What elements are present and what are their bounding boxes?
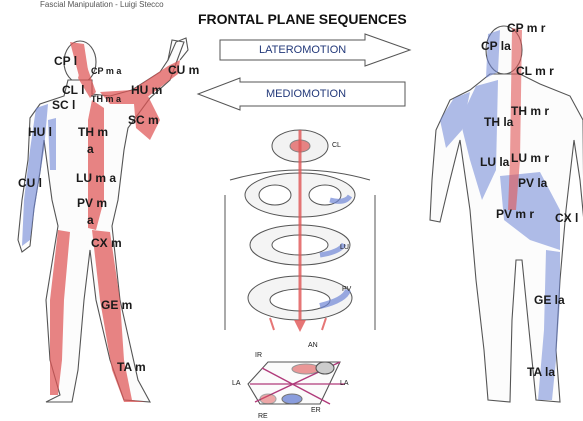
- rotation-diagram: [248, 362, 345, 404]
- label-lu-la: LU la: [480, 156, 509, 168]
- label-pv-la: PV la: [518, 177, 547, 189]
- label-ge-la: GE la: [534, 294, 565, 306]
- label-re: RE: [258, 413, 268, 420]
- label-an: AN: [308, 342, 318, 349]
- label-la-right: LA: [340, 380, 349, 387]
- label-cu-l: CU l: [18, 177, 42, 189]
- label-th-mr: TH m r: [511, 105, 549, 117]
- label-pv-a: a: [87, 214, 94, 226]
- label-er: ER: [311, 407, 321, 414]
- label-ir: IR: [255, 352, 262, 359]
- label-lu-mr: LU m r: [511, 152, 549, 164]
- label-lu-ma: LU m a: [76, 172, 116, 184]
- label-ge-m: GE m: [101, 299, 132, 311]
- diagram-title: FRONTAL PLANE SEQUENCES: [198, 11, 407, 27]
- label-pv-mr: PV m r: [496, 208, 534, 220]
- label-ta-m: TA m: [117, 361, 146, 373]
- lateromotion-label: LATEROMOTION: [259, 44, 346, 56]
- label-cp-ma: CP m a: [91, 67, 121, 76]
- label-th-a: a: [87, 143, 94, 155]
- label-hu-m: HU m: [131, 84, 162, 96]
- label-cp-mr: CP m r: [507, 22, 545, 34]
- label-hu-l: HU l: [28, 126, 52, 138]
- label-cx-m: CX m: [91, 237, 122, 249]
- label-th-ma-upper: TH m a: [91, 95, 121, 104]
- label-cl-mr: CL m r: [516, 65, 554, 77]
- label-ta-la: TA la: [527, 366, 555, 378]
- label-section-lu: LU: [340, 244, 349, 251]
- label-section-pv: PV: [342, 286, 351, 293]
- label-sc-m: SC m: [128, 114, 159, 126]
- label-cp-la: CP la: [481, 40, 511, 52]
- label-cx-l: CX l: [555, 212, 578, 224]
- figure-caption: Fascial Manipulation - Luigi Stecco: [40, 0, 164, 9]
- label-th-la: TH la: [484, 116, 513, 128]
- label-cp-l: CP l: [54, 55, 77, 67]
- label-section-cl: CL: [332, 142, 341, 149]
- label-la-left: LA: [232, 380, 241, 387]
- label-th-m: TH m: [78, 126, 108, 138]
- label-cl-l: CL l: [62, 84, 84, 96]
- label-cu-m: CU m: [168, 64, 199, 76]
- label-sc-l: SC l: [52, 99, 75, 111]
- mediomotion-label: MEDIOMOTION: [266, 88, 346, 100]
- label-pv-m: PV m: [77, 197, 107, 209]
